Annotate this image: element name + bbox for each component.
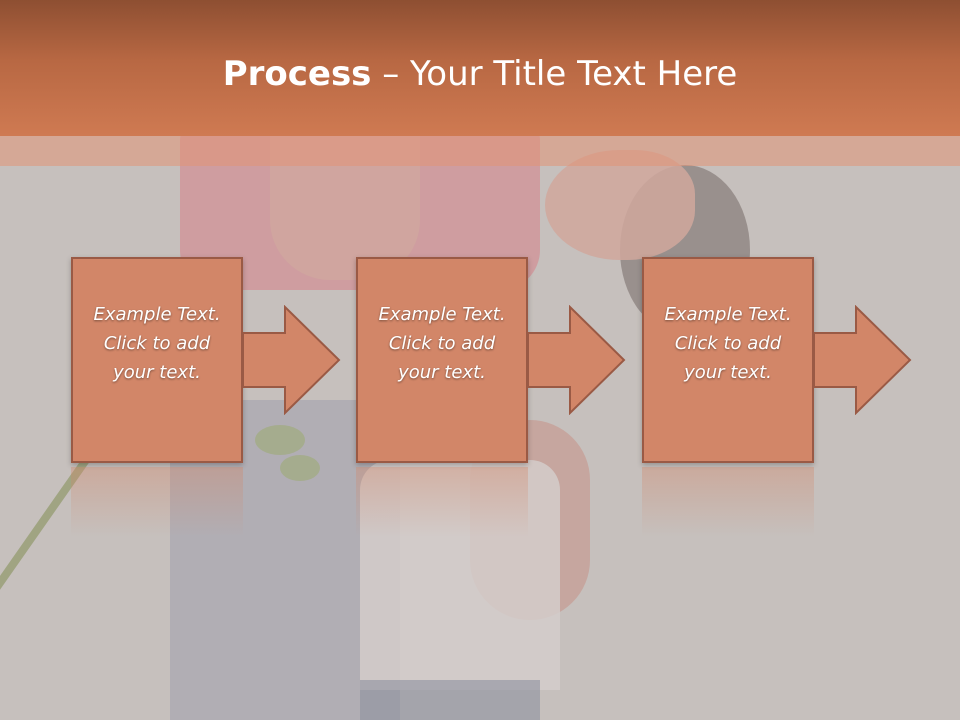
process-box-text[interactable]: Example Text. Click to add your text. <box>664 303 792 383</box>
title-band <box>0 136 960 166</box>
title-rest: – Your Title Text Here <box>371 54 738 94</box>
slide-title[interactable]: Process – Your Title Text Here <box>0 52 960 96</box>
box-reflection <box>642 467 814 537</box>
box-reflection <box>71 467 243 537</box>
photo-jeans-lower <box>360 680 540 720</box>
title-bar <box>0 0 960 136</box>
arrow-right-icon <box>243 305 341 415</box>
process-box[interactable]: Example Text. Click to add your text. <box>356 257 528 463</box>
process-box-text[interactable]: Example Text. Click to add your text. <box>378 303 506 383</box>
photo-leaf <box>255 425 305 455</box>
title-bold: Process <box>222 54 372 94</box>
arrow-right-icon <box>814 305 912 415</box>
photo-leaf <box>280 455 320 481</box>
process-step-3: Example Text. Click to add your text. <box>642 257 960 537</box>
arrow-right-icon <box>528 305 626 415</box>
box-reflection <box>356 467 528 537</box>
process-step-2: Example Text. Click to add your text. <box>356 257 676 537</box>
process-step-1: Example Text. Click to add your text. <box>71 257 391 537</box>
photo-top <box>360 460 560 690</box>
process-box[interactable]: Example Text. Click to add your text. <box>642 257 814 463</box>
process-box[interactable]: Example Text. Click to add your text. <box>71 257 243 463</box>
photo-face <box>545 150 695 260</box>
process-box-text[interactable]: Example Text. Click to add your text. <box>93 303 221 383</box>
